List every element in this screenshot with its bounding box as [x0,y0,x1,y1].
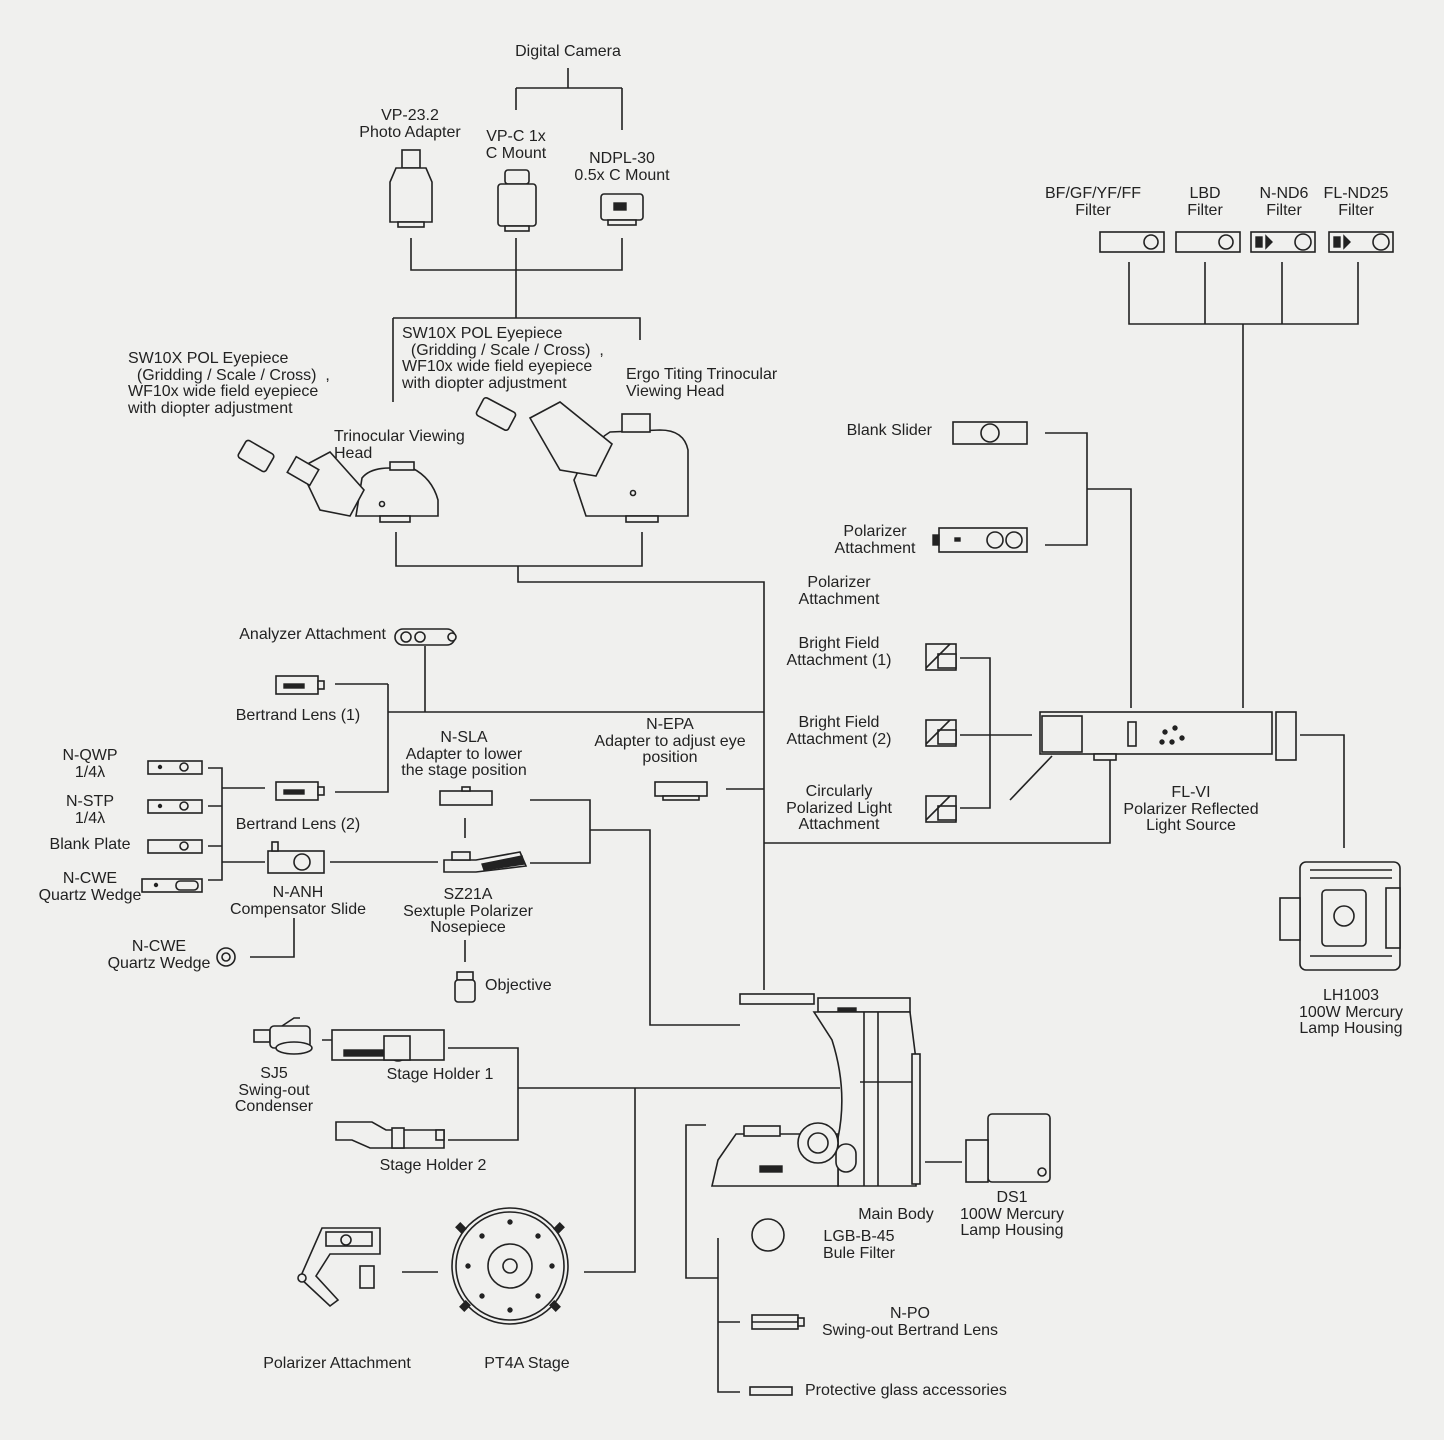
ergo-head [475,396,689,523]
label-vpc: VP-C 1x C Mount [485,128,547,162]
bright-field-cubes [925,643,957,823]
stage-holder-2 [335,1121,445,1149]
vp232-photo-adapter [389,149,433,228]
label-blank-slider: Blank Slider [846,422,932,439]
stage-holder-1 [331,1029,445,1062]
nsla-adapter [439,786,493,806]
main-body-microscope [710,993,921,1187]
label-nanh: N-ANH Compensator Slide [229,884,367,918]
label-nsla: N-SLA Adapter to lower the stage positio… [401,729,527,779]
connector-lines [208,68,1359,1393]
label-stage-holder2: Stage Holder 2 [379,1157,487,1174]
ds1-lamp-housing [965,1113,1051,1183]
label-lh1003: LH1003 100W Mercury Lamp Housing [1298,987,1404,1037]
flvi-light-source [1009,711,1297,801]
bertrand-lens-2 [275,781,325,801]
label-blank-plate: Blank Plate [49,836,131,853]
label-bertrand1: Bertrand Lens (1) [235,707,361,724]
sz21a-nosepiece [443,851,528,873]
label-analyzer: Analyzer Attachment [239,626,386,643]
nepa-adapter [654,781,708,801]
analyzer-attachment [394,628,457,646]
polarizer-attachment-bottom [297,1227,381,1308]
label-bf2: Bright Field Attachment (2) [786,714,892,748]
label-nqwp: N-QWP 1/4λ [62,747,118,781]
bertrand-lens-1 [275,675,325,695]
trinocular-head [237,439,439,523]
nanh-compensator [267,841,325,874]
lh1003-lamp-housing [1279,861,1401,971]
label-objective: Objective [485,977,552,994]
vpc-c-mount [497,169,537,232]
ncwe-quartz-wedge-round [216,947,236,967]
label-vp232: VP-23.2 Photo Adapter [359,107,461,141]
label-ds1: DS1 100W Mercury Lamp Housing [959,1189,1065,1239]
label-eyepiece-left: SW10X POL Eyepiece (Gridding / Scale / C… [128,350,330,417]
label-polarizer-att-bottom: Polarizer Attachment [263,1355,411,1372]
objective-lens [454,971,476,1003]
label-ergo-head: Ergo Titing Trinocular Viewing Head [626,366,778,400]
label-lgb: LGB-B-45 Bule Filter [822,1228,896,1262]
pt4a-stage [451,1207,569,1325]
label-npo: N-PO Swing-out Bertrand Lens [821,1305,999,1339]
ndpl30-c-mount [600,193,644,226]
compensator-plates [141,760,203,893]
label-polarizer-att-mid: Polarizer Attachment [798,574,880,608]
label-filter-bg: BF/GF/YF/FF Filter [1045,185,1141,219]
polarizer-attachment-right [932,527,1028,553]
label-ncwe1: N-CWE Quartz Wedge [38,870,142,904]
label-pt4a: PT4A Stage [484,1355,570,1372]
label-filter-lbd: LBD Filter [1187,185,1223,219]
label-filter-nnd6: N-ND6 Filter [1259,185,1309,219]
label-stage-holder1: Stage Holder 1 [386,1066,494,1083]
sj5-condenser [253,1017,313,1055]
npo-bertrand-lens [751,1314,805,1330]
label-filter-flnd25: FL-ND25 Filter [1323,185,1389,219]
filter-sliders [1099,231,1394,253]
label-nepa: N-EPA Adapter to adjust eye position [594,716,746,766]
label-bertrand2: Bertrand Lens (2) [235,816,361,833]
lgb-blue-filter [751,1218,785,1252]
label-ndpl30: NDPL-30 0.5x C Mount [574,150,670,184]
label-polarizer-att-right: Polarizer Attachment [834,523,916,557]
label-ncwe2: N-CWE Quartz Wedge [107,938,211,972]
label-nstp: N-STP 1/4λ [66,793,114,827]
label-eyepiece-center: SW10X POL Eyepiece (Gridding / Scale / C… [402,325,604,392]
label-sz21a: SZ21A Sextuple Polarizer Nosepiece [403,886,533,936]
label-sj5: SJ5 Swing-out Condenser [234,1065,314,1115]
blank-slider [952,421,1028,445]
label-main-body: Main Body [858,1206,934,1223]
label-flvi: FL-VI Polarizer Reflected Light Source [1123,784,1259,834]
label-protective: Protective glass accessories [805,1382,1007,1399]
label-digital-camera: Digital Camera [515,43,621,60]
protective-glass [749,1386,793,1396]
label-cpl: Circularly Polarized Light Attachment [786,783,892,833]
label-bf1: Bright Field Attachment (1) [786,635,892,669]
label-trinocular-head: Trinocular Viewing Head [334,428,465,462]
